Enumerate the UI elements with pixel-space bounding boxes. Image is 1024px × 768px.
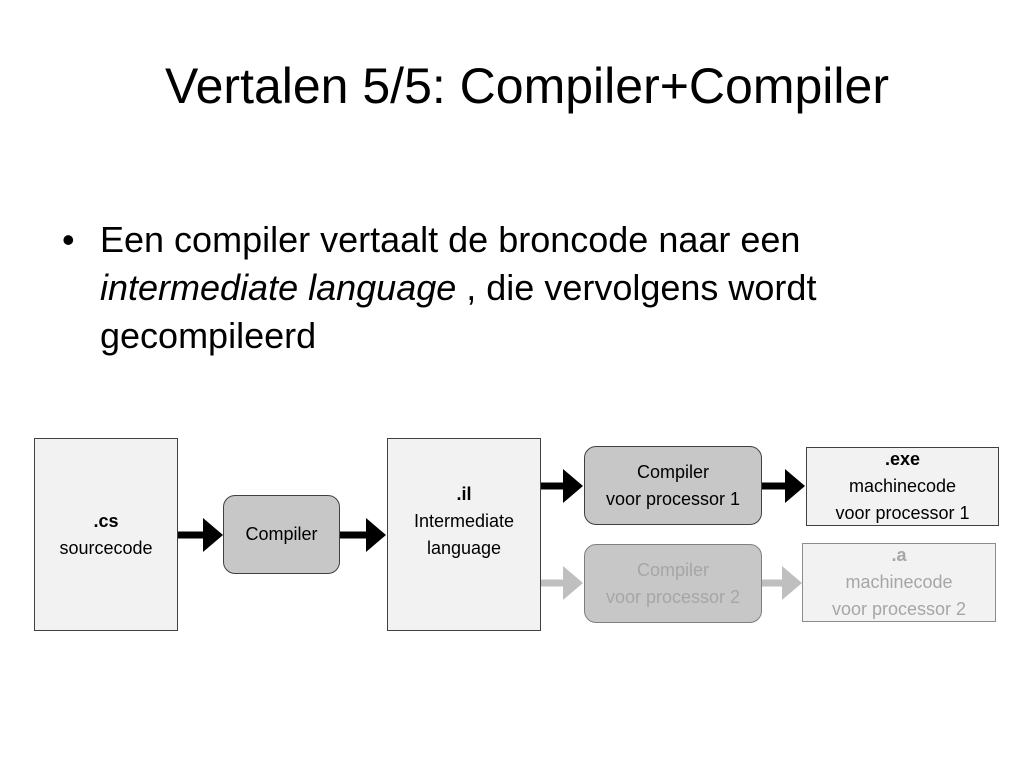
arrow-intermediate-to-compiler-p1-icon bbox=[541, 469, 583, 503]
arrow-compiler-p2-to-a-icon bbox=[762, 566, 802, 600]
exe-output-ext: .exe bbox=[884, 449, 921, 469]
compiler-box: Compiler bbox=[223, 495, 340, 574]
compiler-p1-line2: voor processor 1 bbox=[605, 488, 741, 509]
exe-output-line1: machinecode bbox=[848, 476, 957, 496]
a-output-line1: machinecode bbox=[845, 572, 953, 592]
source-file-ext: .cs bbox=[93, 510, 119, 531]
slide-title: Vertalen 5/5: Compiler+Compiler bbox=[165, 58, 889, 114]
a-output-line2: voor processor 2 bbox=[831, 599, 967, 619]
arrow-compiler-to-intermediate-icon bbox=[340, 518, 386, 552]
intermediate-file-ext: .il bbox=[456, 484, 472, 504]
arrow-compiler-p1-to-exe-icon bbox=[762, 469, 805, 503]
compiler-p2-line2: voor processor 2 bbox=[605, 586, 741, 607]
compiler-p1-line1: Compiler bbox=[636, 461, 710, 482]
compiler-label: Compiler bbox=[245, 524, 318, 544]
exe-output-line2: voor processor 1 bbox=[835, 503, 970, 523]
a-output-box: .a machinecode voor processor 2 bbox=[802, 543, 996, 622]
bullet-item: • Een compiler vertaalt de broncode naar… bbox=[62, 216, 962, 360]
arrow-source-to-compiler-icon bbox=[178, 518, 223, 552]
compiler-p1-box: Compiler voor processor 1 bbox=[584, 446, 762, 525]
exe-output-box: .exe machinecode voor processor 1 bbox=[806, 447, 999, 526]
intermediate-file-line2: language bbox=[426, 538, 502, 558]
bullet-list: • Een compiler vertaalt de broncode naar… bbox=[62, 216, 962, 360]
intermediate-file-line1: Intermediate bbox=[413, 511, 515, 531]
bullet-text-part2: , die vervolgens wordt gecompileerd bbox=[100, 267, 817, 356]
bullet-text-emphasis: intermediate language bbox=[100, 267, 457, 308]
bullet-text: Een compiler vertaalt de broncode naar e… bbox=[100, 219, 816, 356]
a-output-ext: .a bbox=[891, 545, 907, 565]
bullet-dot-icon: • bbox=[62, 219, 75, 260]
compiler-p2-line1: Compiler bbox=[636, 559, 710, 580]
arrow-intermediate-to-compiler-p2-icon bbox=[541, 566, 583, 600]
intermediate-file-box: .il Intermediate language bbox=[387, 438, 541, 631]
source-file-label: sourcecode bbox=[59, 537, 153, 558]
source-file-box: .cs sourcecode bbox=[34, 438, 178, 631]
bullet-text-part1: Een compiler vertaalt de broncode naar e… bbox=[100, 219, 801, 260]
compiler-p2-box: Compiler voor processor 2 bbox=[584, 544, 762, 623]
